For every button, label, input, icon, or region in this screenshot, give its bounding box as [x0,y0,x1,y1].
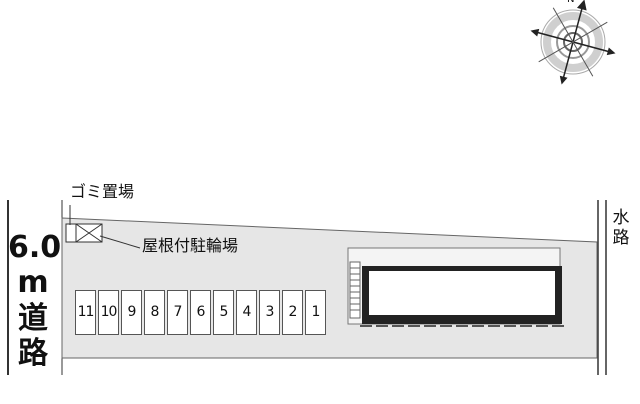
building-inner [367,269,557,317]
compass-north-label: N [567,0,574,5]
building [347,247,564,327]
parking-slot: 5 [213,290,234,335]
parking-slot: 7 [167,290,188,335]
garbage-area-icon [65,223,103,243]
stairs-icon [349,261,361,319]
bike-leader-line [99,235,141,249]
parking-slot: 4 [236,290,257,335]
parking-slot: 2 [282,290,303,335]
bike-parking-label: 屋根付駐輪場 [142,236,239,255]
parking-slot: 1 [305,290,326,335]
parking-slot: 3 [259,290,280,335]
compass-icon [530,0,616,85]
parking-slot: 8 [144,290,165,335]
road-char-2: 路 [18,336,48,372]
waterway-label: 水 路 [610,208,632,249]
parking-slot: 11 [75,290,96,335]
parking-slot: 10 [98,290,119,335]
parking-slot: 9 [121,290,142,335]
road-width: 6.0 [8,230,62,265]
road-unit: m [17,265,49,301]
parking-slot: 6 [190,290,211,335]
road-char-1: 道 [18,300,48,336]
road-label-left: 6.0 m 道 路 [8,230,62,372]
garbage-area-label: ゴミ置場 [70,182,135,201]
waterway-char-1: 水 [612,208,630,228]
waterway-char-2: 路 [612,228,630,249]
